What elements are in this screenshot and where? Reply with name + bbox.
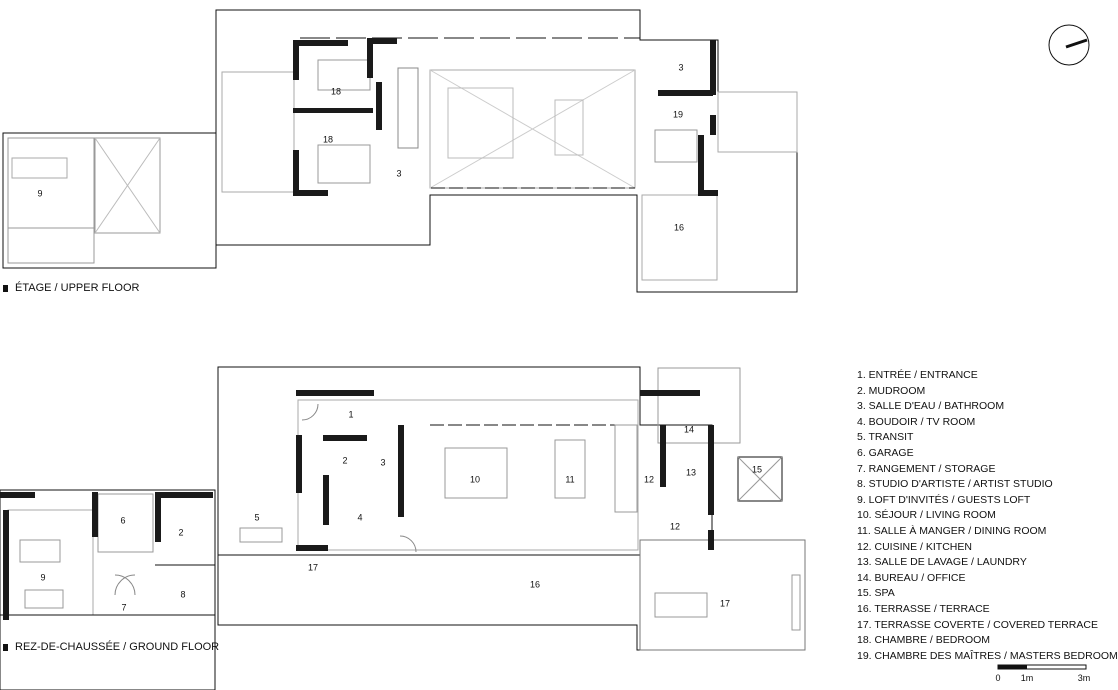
title-marker [3,643,8,651]
legend-item: 3. SALLE D'EAU / BATHROOM [857,400,1005,413]
legend-item: 10. SÉJOUR / LIVING ROOM [857,509,996,522]
legend-item: 8. STUDIO D'ARTISTE / ARTIST STUDIO [857,478,1053,491]
upper-floor-walls [293,38,718,196]
ground-room-label: 10 [470,474,480,484]
ground-room-label: 9 [40,572,45,582]
ground-room-label: 1 [348,409,353,419]
ground-room-label: 13 [686,467,696,477]
upper-room-label: 18 [331,86,341,96]
ground-room-label: 17 [720,598,730,608]
ground-floor-walls [0,390,714,620]
upper-floor-plan [2,9,798,293]
ground-room-label: 3 [380,457,385,467]
scale-bar: 0 1m 3m [994,664,1094,688]
legend-item: 2. MUDROOM [857,384,926,397]
upper-room-label: 3 [396,168,401,178]
ground-room-label: 8 [180,589,185,599]
ground-floor-title-text: REZ-DE-CHAUSSÉE / GROUND FLOOR [15,641,220,653]
ground-room-label: 17 [308,562,318,572]
ground-room-label: 12 [644,474,654,484]
legend-item: 5. TRANSIT [857,431,914,444]
legend-item: 13. SALLE DE LAVAGE / LAUNDRY [857,556,1027,569]
scale-tick-label: 3m [1077,673,1091,683]
legend-item: 17. TERRASSE COVERTE / COVERED TERRACE [857,618,1098,631]
ground-room-label: 6 [120,515,125,525]
ground-room-label: 14 [684,424,694,434]
scale-tick-label: 1m [1020,673,1034,683]
ground-room-label: 4 [357,512,362,522]
scale-bar-graphic [997,664,1087,670]
room-legend: 1. ENTRÉE / ENTRANCE 2. MUDROOM 3. SALLE… [857,368,1118,664]
legend-item: 9. LOFT D'INVITÉS / GUESTS LOFT [857,493,1031,506]
legend-item: 12. CUISINE / KITCHEN [857,540,972,553]
upper-room-label: 19 [673,109,683,119]
legend-item: 4. BOUDOIR / TV ROOM [857,415,976,428]
legend-item: 6. GARAGE [857,446,914,459]
ground-floor-room-labels: 1 2 3 4 5 6 2 9 7 8 10 11 12 14 13 12 15… [40,409,762,612]
ground-room-label: 12 [670,521,680,531]
ground-room-label: 2 [342,455,347,465]
ground-room-label: 15 [752,464,762,474]
legend-item: 18. CHAMBRE / BEDROOM [857,634,991,647]
scale-tick-label: 0 [995,673,1001,683]
upper-room-label: 16 [674,222,684,232]
legend-item: 11. SALLE À MANGER / DINING ROOM [857,524,1047,537]
legend-item: 1. ENTRÉE / ENTRANCE [857,369,978,381]
upper-room-label: 9 [37,188,42,198]
upper-room-label: 3 [678,62,683,72]
ground-room-label: 7 [121,602,126,612]
upper-floor-title: ÉTAGE / UPPER FLOOR [3,282,140,294]
legend-item: 16. TERRASSE / TERRACE [857,602,990,615]
ground-room-label: 16 [530,579,540,589]
legend-item: 7. RANGEMENT / STORAGE [857,462,996,475]
ground-room-label: 2 [178,527,183,537]
ground-room-label: 5 [254,512,259,522]
legend-item: 15. SPA [857,587,895,600]
title-marker [3,284,8,292]
ground-floor-title: REZ-DE-CHAUSSÉE / GROUND FLOOR [3,641,219,653]
upper-floor-room-labels: 18 18 3 9 3 19 16 [37,62,684,232]
upper-room-label: 18 [323,134,333,144]
ground-room-label: 11 [565,474,574,484]
north-arrow-icon [1048,24,1090,66]
upper-floor-title-text: ÉTAGE / UPPER FLOOR [15,282,140,294]
legend-item: 19. CHAMBRE DES MAÎTRES / MASTERS BEDROO… [857,649,1118,662]
legend-item: 14. BUREAU / OFFICE [857,571,966,584]
